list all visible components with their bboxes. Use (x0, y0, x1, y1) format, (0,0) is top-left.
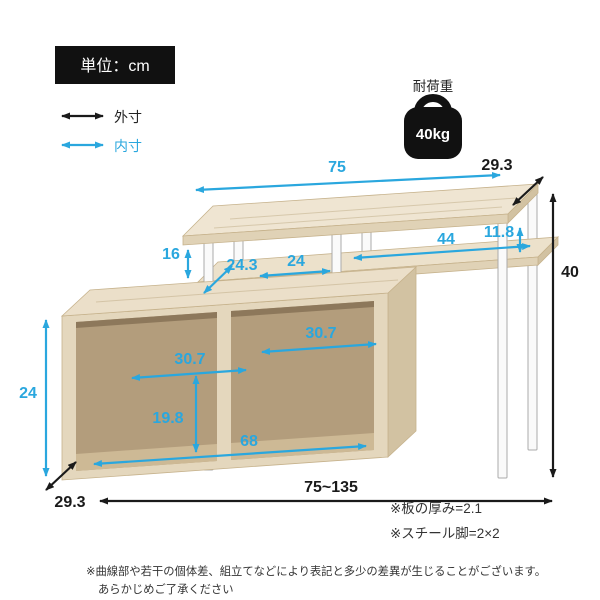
top-board-front (182, 213, 509, 246)
dim-shelf-left-width-arrow (259, 268, 331, 279)
notes-block: ※板の厚み=2.1 ※スチール脚=2×2 (390, 501, 500, 541)
kettlebell-handle-icon (414, 94, 452, 116)
steel-leg-right-back (527, 191, 538, 451)
dim-shelf-left-width-label: 24 (287, 253, 305, 270)
steel-leg-right-front (497, 219, 508, 479)
outer-dimension-label: 外寸 (114, 109, 142, 125)
unit-label-box (55, 46, 175, 84)
wood-grain (95, 279, 399, 303)
inner-dimension-label: 内寸 (114, 138, 142, 154)
disclaimer-line2: あらかじめご了承ください (98, 582, 234, 596)
dim-shelf-depth-label: 24.3 (226, 257, 257, 274)
unit-label: 単位：cm (80, 57, 149, 75)
dim-right-compartment-label: 30.7 (305, 325, 336, 342)
dim-box-depth-arrow (45, 461, 77, 491)
note-board-thickness: ※板の厚み=2.1 (390, 501, 482, 516)
dim-box-depth-label: 29.3 (54, 494, 85, 511)
note-steel-legs: ※スチール脚=2×2 (390, 526, 500, 541)
dim-inner-width-label: 68 (240, 433, 258, 450)
dim-left-compartment-arrow (131, 367, 247, 381)
dim-right-compartment-arrow (261, 341, 377, 355)
disclaimer-block: ※曲線部や若干の個体差、組立てなどにより表記と多少の差異が生じることがございます… (86, 564, 546, 596)
disclaimer-line1: ※曲線部や若干の個体差、組立てなどにより表記と多少の差異が生じることがございます… (86, 564, 546, 578)
dim-top-width-arrow (195, 171, 501, 194)
left-compartment-opening (76, 312, 217, 471)
dim-inner-height-label: 19.8 (152, 410, 183, 427)
legend-block: 単位：cm 外寸 内寸 (55, 46, 175, 154)
dim-right-clearance-label: 11.8 (484, 224, 514, 241)
dim-top-depth-label: 29.3 (481, 157, 512, 174)
lower-box-side (387, 266, 417, 458)
wood-grain (213, 197, 517, 229)
dim-left-clearance-label: 16 (162, 246, 180, 263)
dim-total-height-label: 40 (561, 264, 579, 281)
lower-box-top (60, 266, 418, 317)
load-capacity-value: 40kg (416, 126, 450, 143)
kettlebell-body-icon (404, 107, 462, 159)
dim-top-width-label: 75 (328, 159, 346, 176)
dim-shelf-right-width-label: 44 (437, 231, 455, 248)
load-capacity-label: 耐荷重 (413, 79, 454, 94)
dim-top-depth-arrow (512, 176, 544, 206)
dim-left-compartment-label: 30.7 (174, 351, 205, 368)
left-compartment-shadow (76, 312, 217, 328)
dim-inner-width-arrow (93, 443, 367, 467)
dim-box-height-label: 24 (19, 385, 37, 402)
dim-shelf-right-width-arrow (353, 243, 531, 261)
dim-shelf-depth-arrow (203, 265, 233, 294)
right-compartment-opening (231, 301, 374, 460)
load-capacity-badge: 耐荷重 40kg (404, 79, 462, 159)
dim-extended-width-label: 75~135 (304, 479, 358, 496)
dimension-annotations: 75 29.3 16 24.3 24 44 11.8 40 24 30.7 30… (19, 157, 579, 511)
right-compartment-shadow (231, 301, 374, 317)
